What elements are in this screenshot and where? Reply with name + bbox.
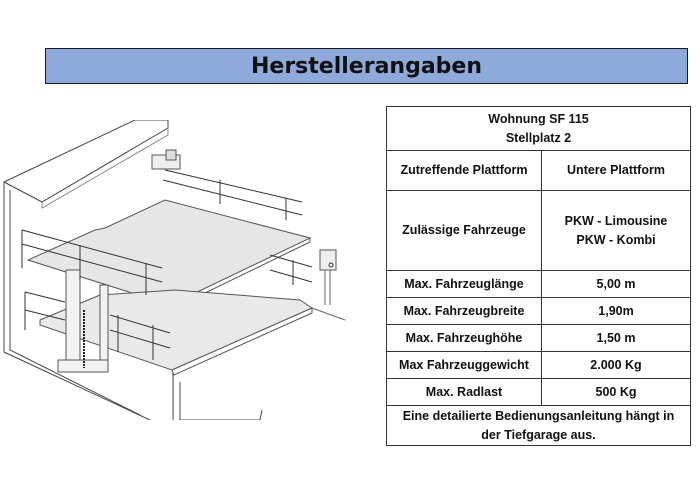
row-value: Untere Plattform <box>541 150 691 191</box>
row-label: Max. Fahrzeughöhe <box>386 324 542 352</box>
footer-note: der Tiefgarage aus. <box>481 427 596 442</box>
row-label: Zutreffende Plattform <box>386 150 542 191</box>
lift-column <box>65 269 81 366</box>
row-value: 2.000 Kg <box>541 351 691 379</box>
parking-lift-drawing <box>3 120 346 420</box>
row-label: Max. Fahrzeuglänge <box>386 270 542 298</box>
row-value: PKW - Limousine <box>564 213 668 228</box>
table-footer-row: Eine detailierte Bedienungsanleitung hän… <box>386 405 691 446</box>
wall-outline <box>3 120 169 420</box>
row-value: 1,90m <box>541 297 691 325</box>
row-value: PKW - Kombi <box>576 232 656 247</box>
row-value: 1,50 m <box>541 324 691 352</box>
row-label: Max Fahrzeuggewicht <box>386 351 542 379</box>
row-value: 5,00 m <box>541 270 691 298</box>
page-title: Herstellerangaben <box>251 53 482 79</box>
row-label: Zulässige Fahrzeuge <box>386 190 542 271</box>
apartment-label: Wohnung SF 115 <box>488 111 589 126</box>
row-label: Max. Radlast <box>386 378 542 406</box>
ceiling-beam <box>41 128 169 209</box>
control-box <box>319 249 337 271</box>
floor-pit <box>172 372 263 420</box>
railing <box>21 169 313 360</box>
title-banner: Herstellerangaben <box>45 48 688 84</box>
footer-note: Eine detailierte Bedienungsanleitung hän… <box>402 408 675 423</box>
row-value: 500 Kg <box>541 378 691 406</box>
row-label: Max. Fahrzeugbreite <box>386 297 542 325</box>
parking-space-label: Stellplatz 2 <box>505 130 572 145</box>
